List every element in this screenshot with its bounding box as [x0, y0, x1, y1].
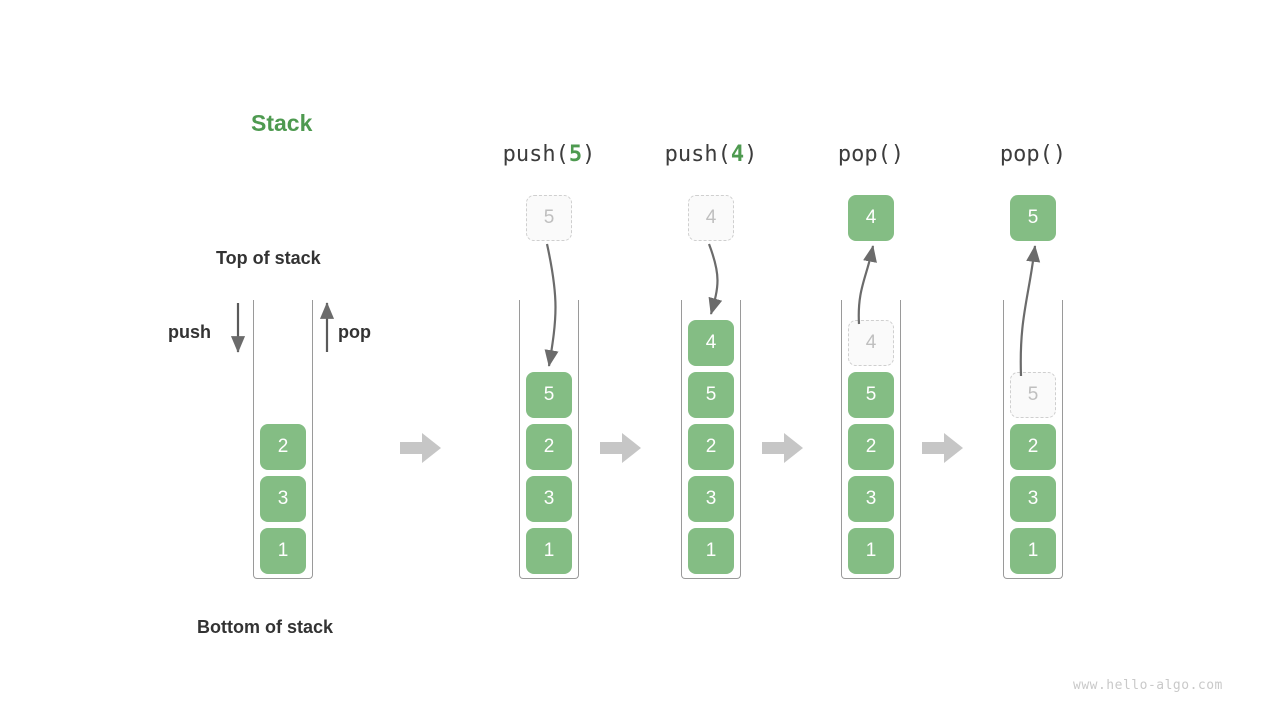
stack-cell: 2: [260, 424, 306, 470]
operation-header: pop(): [1000, 142, 1066, 167]
operation-paren: ): [1052, 142, 1067, 167]
operation-paren: ): [582, 142, 596, 167]
stack-cell: 1: [688, 528, 734, 574]
operation-argument: 4: [730, 142, 745, 167]
stack-cell: 5: [688, 372, 734, 418]
flow-arrow-icon: [922, 433, 963, 463]
stack-container: [1003, 300, 1063, 579]
ghost-stack-cell: 4: [848, 320, 894, 366]
stack-cell: 5: [848, 372, 894, 418]
page-title: Stack: [251, 110, 313, 136]
watermark: www.hello-algo.com: [1073, 678, 1223, 693]
flow-arrow-icon: [762, 433, 803, 463]
operation-argument: 5: [568, 142, 583, 167]
operation-name: pop(: [999, 142, 1053, 167]
stack-container: [841, 300, 901, 579]
stack-cell: 3: [526, 476, 572, 522]
stack-cell: 3: [848, 476, 894, 522]
stack-cell: 4: [688, 320, 734, 366]
operation-header: pop(): [838, 142, 904, 167]
stack-container: [681, 300, 741, 579]
stack-cell: 3: [688, 476, 734, 522]
stack-cell: 2: [688, 424, 734, 470]
popped-cell: 4: [848, 195, 894, 241]
operation-header: push(5): [503, 142, 596, 167]
flow-arrow-icon: [600, 433, 641, 463]
operation-name: push(: [664, 142, 731, 167]
stack-container: [519, 300, 579, 579]
stack-cell: 1: [1010, 528, 1056, 574]
stack-cell: 1: [848, 528, 894, 574]
floating-ghost-cell: 5: [526, 195, 572, 241]
stack-cell: 3: [260, 476, 306, 522]
stack-container: [253, 300, 313, 579]
push-label: push: [168, 322, 211, 342]
operation-paren: ): [890, 142, 905, 167]
stack-cell: 3: [1010, 476, 1056, 522]
stack-cell: 5: [526, 372, 572, 418]
operation-name: pop(: [837, 142, 891, 167]
stack-cell: 2: [526, 424, 572, 470]
stack-cell: 2: [848, 424, 894, 470]
bottom-of-stack-label: Bottom of stack: [197, 617, 334, 637]
stack-cell: 1: [260, 528, 306, 574]
operation-name: push(: [502, 142, 569, 167]
operation-paren: ): [744, 142, 758, 167]
top-of-stack-label: Top of stack: [216, 248, 321, 268]
ghost-stack-cell: 5: [1010, 372, 1056, 418]
floating-ghost-cell: 4: [688, 195, 734, 241]
stack-cell: 2: [1010, 424, 1056, 470]
pop-label: pop: [338, 322, 371, 342]
popped-cell: 5: [1010, 195, 1056, 241]
stack-cell: 1: [526, 528, 572, 574]
flow-arrow-icon: [400, 433, 441, 463]
operation-header: push(4): [665, 142, 758, 167]
